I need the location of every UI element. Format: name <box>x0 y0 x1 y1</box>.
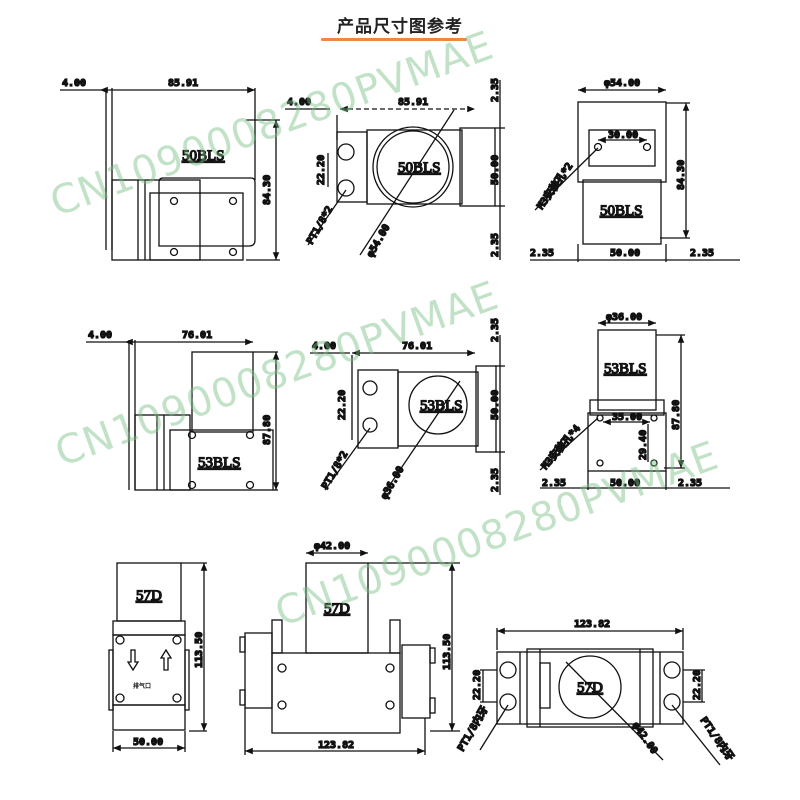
dim-length: 85.91 <box>168 78 198 89</box>
dim-body-width: 50.00 <box>490 155 501 185</box>
dim-length: 123.82 <box>574 619 610 630</box>
port-note: PT1/8*2 <box>320 449 351 491</box>
dim-length: 123.82 <box>318 740 354 751</box>
dim-height: 87.80 <box>671 400 682 430</box>
dim-height: 87.80 <box>262 415 273 445</box>
dim-port-spacing: 22.20 <box>316 155 327 185</box>
exhaust-label: 排气口 <box>133 682 151 690</box>
dim-width: 50.00 <box>610 248 640 259</box>
57d-end-view: 57D 排气口 113.50 50.00 <box>108 562 208 752</box>
dim-height: 113.50 <box>442 634 453 670</box>
mount-note: M3安装孔*4 <box>538 422 583 472</box>
dim-offset: 4.00 <box>88 330 112 341</box>
dim-length: 85.91 <box>398 97 428 108</box>
dim-diameter: φ42.00 <box>630 720 660 756</box>
dim-bottom-margin: 2.35 <box>490 468 501 492</box>
dim-length: 76.01 <box>402 341 432 352</box>
dim-left-margin: 2.35 <box>542 478 566 489</box>
dim-port-spacing-right: 22.20 <box>692 670 703 700</box>
model-label: 50BLS <box>600 203 643 219</box>
port-note: PT1/8*2 <box>305 204 336 246</box>
dim-hole-spacing: 35.00 <box>612 412 642 423</box>
port-note-left: PT1/8内牙 <box>454 704 490 754</box>
53bls-top-view: 53BLS 4.00 76.01 22.20 PT1/8*2 φ36.00 50… <box>310 317 505 502</box>
dim-diameter: φ36.00 <box>606 312 642 323</box>
model-label: 50BLS <box>398 160 441 176</box>
port-note-right: PT1/8内牙 <box>698 714 737 763</box>
dim-right-margin: 2.35 <box>678 478 702 489</box>
50bls-top-view: 50BLS 4.00 85.91 22.20 PT1/8*2 φ54.00 50… <box>285 77 505 260</box>
dim-height: 113.50 <box>194 632 205 668</box>
dim-offset: 4.00 <box>312 341 336 352</box>
dim-body-width: 50.00 <box>490 390 501 420</box>
dim-right-margin: 2.35 <box>690 248 714 259</box>
title-underline <box>321 38 467 41</box>
53bls-front-view: 53BLS φ36.00 35.00 29.40 M3安装孔*4 87.80 2… <box>538 311 730 490</box>
page-title: 产品尺寸图参考 <box>337 17 463 37</box>
53bls-side-view: 53BLS 4.00 76.01 87.80 <box>86 329 280 491</box>
model-label: 53BLS <box>420 398 463 414</box>
dim-diameter: φ36.00 <box>379 465 407 502</box>
57d-top-view: 57D 123.82 22.20 22.20 PT1/8内牙 PT1/8内牙 φ… <box>454 618 738 766</box>
dim-left-margin: 2.35 <box>530 248 554 259</box>
dim-offset: 4.00 <box>62 78 86 89</box>
50bls-front-view: 50BLS φ54.00 30.00 M3安装孔*2 84.30 2.35 50… <box>529 77 740 262</box>
dim-height: 84.30 <box>262 175 273 205</box>
dim-hole-vertical: 29.40 <box>638 430 649 460</box>
dim-diameter: φ42.00 <box>314 541 350 552</box>
dim-top-margin: 2.35 <box>490 78 501 102</box>
dim-top-margin: 2.35 <box>490 318 501 342</box>
dim-port-spacing: 22.20 <box>337 390 348 420</box>
model-label: 57D <box>136 588 162 604</box>
50bls-side-view: 50BLS 4.00 85.91 84.30 <box>60 77 280 261</box>
model-label: 50BLS <box>182 148 225 164</box>
model-label: 57D <box>324 601 350 617</box>
dim-height: 84.30 <box>676 160 687 190</box>
model-label: 53BLS <box>604 361 647 377</box>
57d-side-view: 57D φ42.00 113.50 123.82 <box>239 540 460 755</box>
dim-width: 50.00 <box>610 478 640 489</box>
dim-offset: 4.00 <box>287 97 311 108</box>
dim-length: 76.01 <box>182 330 212 341</box>
model-label: 53BLS <box>198 455 241 471</box>
model-label: 57D <box>577 680 603 696</box>
mount-note: M3安装孔*2 <box>534 160 576 212</box>
dim-width: 50.00 <box>133 737 163 748</box>
dim-hole-spacing: 30.00 <box>608 130 638 141</box>
dim-port-spacing-left: 22.20 <box>472 670 483 700</box>
dim-diameter: φ54.00 <box>604 78 640 89</box>
dim-bottom-margin: 2.35 <box>490 233 501 257</box>
